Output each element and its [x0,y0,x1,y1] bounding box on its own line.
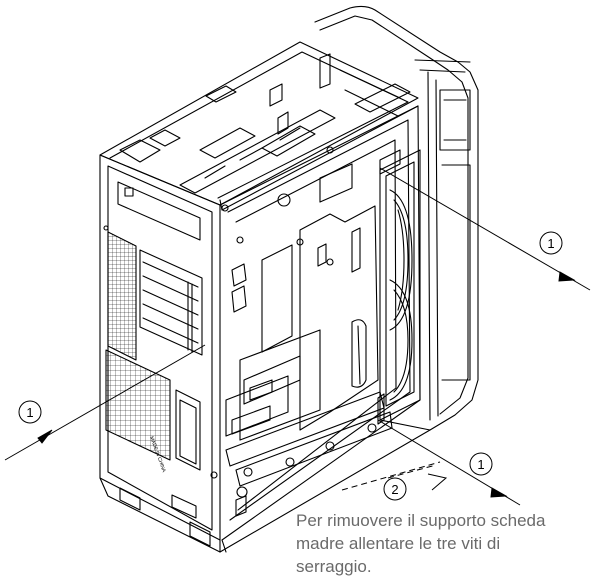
callout-2-slide-label: 2 [391,482,398,497]
callout-arrow-1-right [379,167,591,291]
callout-2-slide: 2 [383,477,407,501]
front-fan-bay [319,149,421,421]
callout-1-right: 1 [539,231,563,255]
front-bezel [314,5,479,431]
instruction-line-2: madre allentare le tre viti di [296,534,501,553]
callout-arrows [4,167,591,506]
callout-1-left-label: 1 [26,405,33,420]
callout-1-bottom-label: 1 [477,457,484,472]
callout-arrow-2-slide [341,461,448,491]
instruction-line-1: Per rimuovere il supporto scheda [296,511,546,530]
callout-arrow-1-bottom [377,419,521,506]
bottom-base [219,419,431,553]
callout-1-bottom: 1 [469,452,493,476]
instruction-text: Per rimuovere il supporto scheda madre a… [296,509,596,578]
top-panel [99,41,419,212]
callout-arrow-1-left [4,344,206,461]
case-drawing [99,5,479,553]
callout-1-right-label: 1 [547,236,554,251]
callout-1-left: 1 [18,400,42,424]
motherboard-tray [219,105,421,541]
instruction-line-3: serraggio. [296,557,372,576]
back-panel [99,154,221,553]
